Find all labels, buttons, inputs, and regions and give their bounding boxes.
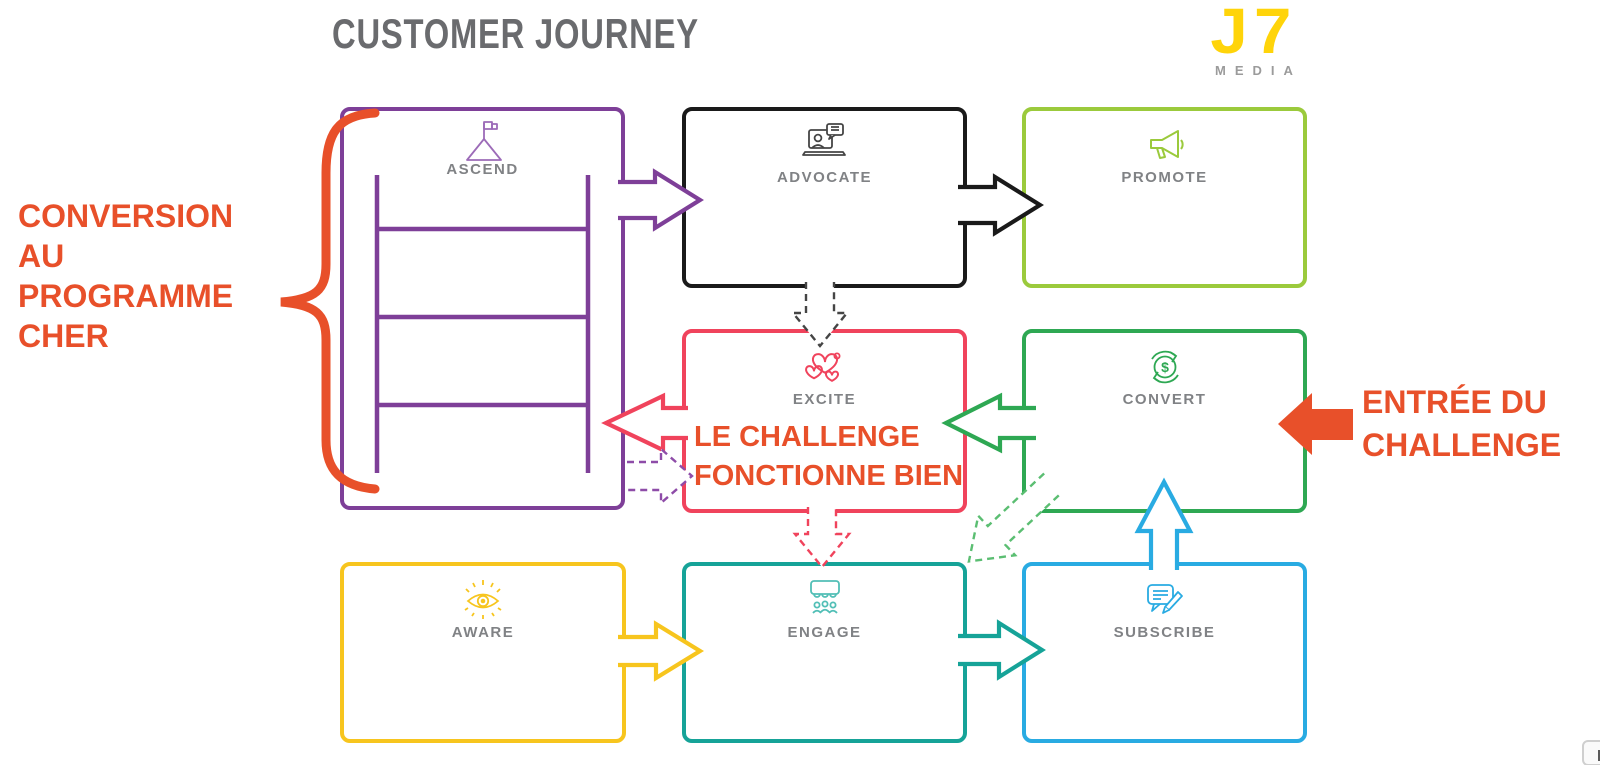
annotation-line: FONCTIONNE BIEN	[694, 460, 964, 492]
box-aware: AWARE	[340, 562, 626, 743]
box-advocate: ADVOCATE	[682, 107, 967, 288]
dashed-arrow-excite-to-engage	[792, 507, 852, 569]
dollar-cycle-icon: $	[1139, 341, 1191, 393]
box-ascend: ASCEND	[340, 107, 625, 510]
box-promote: PROMOTE	[1022, 107, 1307, 288]
logo-media-text: MEDIA	[1215, 63, 1302, 78]
box-label-excite: EXCITE	[792, 391, 857, 408]
box-label-aware: AWARE	[451, 624, 515, 641]
box-label-subscribe: SUBSCRIBE	[1113, 624, 1216, 641]
annotation-challenge-entry: ENTRÉE DU CHALLENGE	[1362, 381, 1561, 467]
eye-icon	[457, 574, 509, 626]
corner-mark	[1598, 750, 1600, 761]
box-subscribe: SUBSCRIBE	[1022, 562, 1307, 743]
annotation-conversion-programme: CONVERSION AU PROGRAMME CHER	[18, 196, 233, 356]
box-label-ascend: ASCEND	[446, 161, 519, 178]
annotation-line: LE CHALLENGE	[694, 421, 920, 453]
megaphone-icon	[1139, 119, 1191, 171]
annotation-line: ENTRÉE DU	[1362, 384, 1547, 420]
page-title: CUSTOMER JOURNEY	[332, 10, 699, 57]
j7-media-logo: J7 MEDIA	[1198, 0, 1310, 78]
message-pencil-icon	[1139, 574, 1191, 626]
mountain-flag-icon	[457, 119, 509, 171]
annotation-line: CONVERSION	[18, 198, 234, 234]
box-label-convert: CONVERT	[1122, 391, 1207, 408]
box-convert: $ CONVERT	[1022, 329, 1307, 513]
annotation-line: CHER	[18, 318, 109, 354]
logo-j7-text: J7	[1210, 0, 1298, 67]
box-label-promote: PROMOTE	[1121, 169, 1208, 186]
annotation-challenge-works: LE CHALLENGE FONCTIONNE BIEN	[694, 418, 963, 496]
scrollbar-corner-artifact	[1582, 740, 1600, 765]
hearts-icon	[799, 341, 851, 393]
annotation-line: CHALLENGE	[1362, 427, 1562, 463]
laptop-chat-icon	[798, 119, 852, 173]
box-label-advocate: ADVOCATE	[776, 169, 873, 186]
svg-text:$: $	[1161, 359, 1169, 375]
annotation-line: PROGRAMME	[18, 278, 234, 314]
box-label-engage: ENGAGE	[787, 624, 862, 641]
audience-icon	[799, 574, 851, 626]
box-engage: ENGAGE	[682, 562, 967, 743]
annotation-line: AU	[18, 238, 65, 274]
